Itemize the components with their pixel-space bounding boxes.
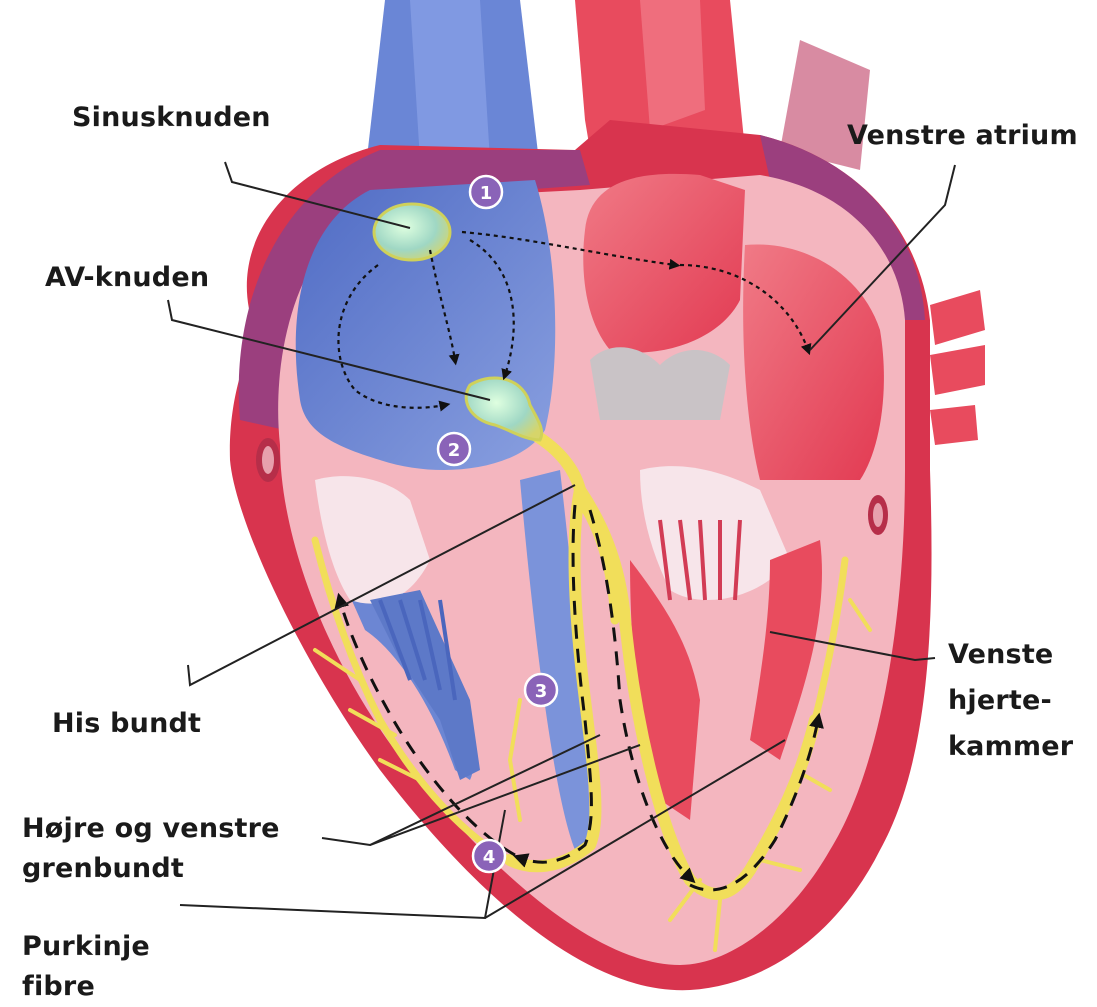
label-purkinje-2: fibre: [22, 968, 95, 1006]
svg-text:2: 2: [448, 440, 461, 461]
marker-2: 2: [438, 433, 470, 465]
vessel-opening-left: [256, 438, 280, 482]
label-left-ventricle-3: kammer: [948, 728, 1073, 766]
marker-4: 4: [473, 840, 505, 872]
label-his-bundle: His bundt: [52, 705, 201, 743]
label-left-ventricle-1: Venste: [948, 636, 1053, 674]
marker-1: 1: [470, 176, 502, 208]
label-bundle-branches-2: grenbundt: [22, 850, 184, 888]
label-bundle-branches-1: Højre og venstre: [22, 810, 280, 848]
label-left-atrium: Venstre atrium: [847, 117, 1078, 155]
label-purkinje-1: Purkinje: [22, 928, 150, 966]
vessel-opening-right: [868, 495, 888, 535]
svg-text:4: 4: [483, 847, 496, 868]
pulmonary-veins-right: [930, 290, 985, 445]
label-sinus-node: Sinusknuden: [72, 99, 271, 137]
label-left-ventricle-2: hjerte-: [948, 682, 1052, 720]
label-av-node: AV-knuden: [45, 259, 209, 297]
marker-3: 3: [525, 674, 557, 706]
svg-text:3: 3: [535, 681, 548, 702]
svg-text:1: 1: [480, 183, 493, 204]
sinus-node: [374, 204, 450, 260]
